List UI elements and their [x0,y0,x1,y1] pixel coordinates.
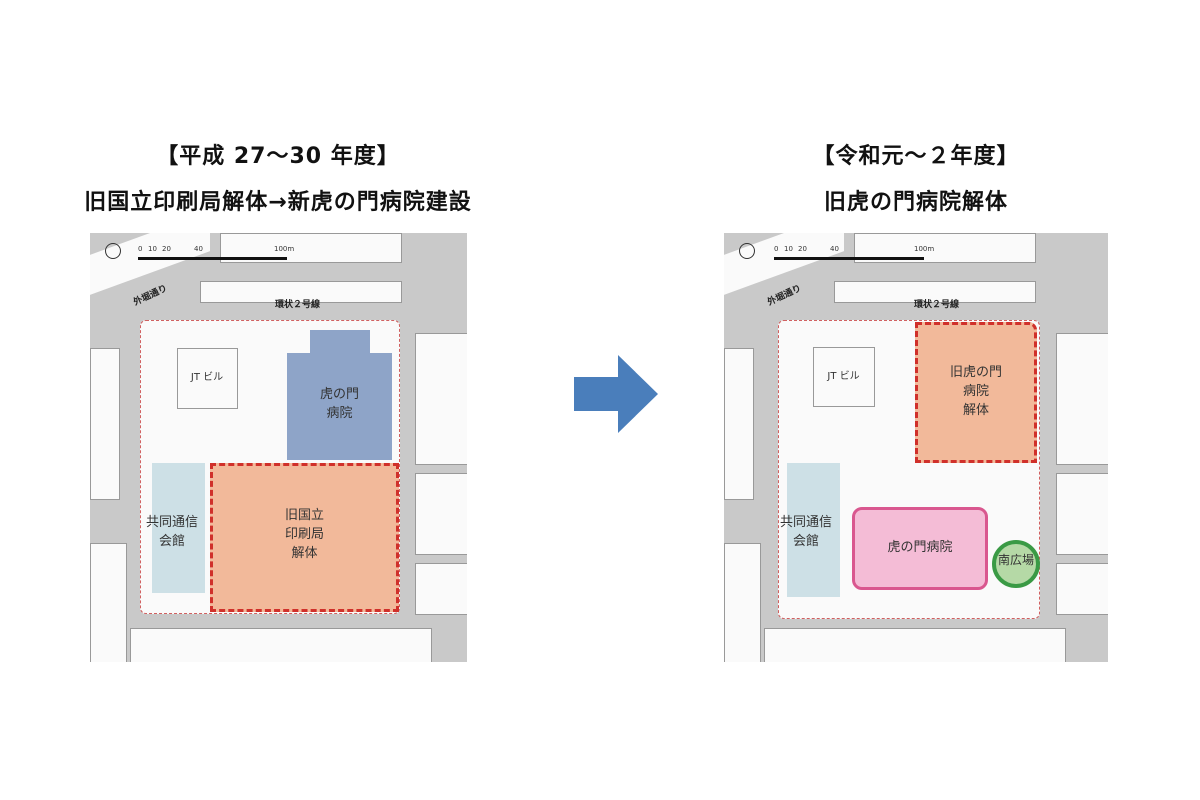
right-site-map: JT ビル 旧虎の門 病院 解体 共同通信 会館 虎の門病院 南広場 外堀通り … [724,233,1108,662]
right-period-title: 【令和元〜２年度】 [812,144,1020,169]
old-hospital-label: 旧虎の門 病院 解体 [949,365,1002,418]
kyodo-label: 共同通信 会館 [779,515,832,549]
south-plaza [992,540,1040,588]
compass-icon [739,243,755,259]
scale-tick: 10 [784,245,793,253]
scale-tick: 20 [162,245,171,253]
left-period-title: 【平成 27〜30 年度】 [156,144,400,169]
scale-tick: 40 [830,245,839,253]
left-site-map: JT ビル 虎の門 病院 共同通信 会館 旧国立 印刷局 解体 外堀通り 環状２… [90,233,467,662]
kyodo-label: 共同通信 会館 [145,515,198,549]
printing-bureau-label: 旧国立 印刷局 解体 [284,508,324,561]
scale-bar [774,257,924,260]
scale-tick: 0 [774,245,779,253]
jt-building [177,348,238,409]
road-gaibori: 外堀通り [766,283,804,309]
jt-building-label: JT ビル [827,371,860,382]
road-gaibori: 外堀通り [132,283,170,309]
scale-tick: 10 [148,245,157,253]
new-hospital-label: 虎の門病院 [887,540,953,555]
scale-tick: 100m [914,245,935,253]
new-hospital [852,507,988,590]
left-caption: 旧国立印刷局解体→新虎の門病院建設 [84,190,472,215]
scale-tick: 40 [194,245,203,253]
jt-building [813,347,875,407]
scale-tick: 20 [798,245,807,253]
compass-icon [105,243,121,259]
kyodo-building [152,463,205,593]
road-kanjo: 環状２号線 [275,300,321,310]
right-caption: 旧虎の門病院解体 [823,190,1008,215]
hospital-label: 虎の門 病院 [319,387,359,421]
road-kanjo: 環状２号線 [914,300,960,310]
arrow-right-icon [574,355,658,433]
scale-tick: 100m [274,245,295,253]
old-hospital-demolition [915,322,1037,463]
scale-tick: 0 [138,245,143,253]
old-hospital [287,353,392,460]
south-plaza-label: 南広場 [997,553,1034,567]
scale-bar [138,257,287,260]
kyodo-building [787,463,840,597]
jt-building-label: JT ビル [190,372,224,383]
printing-bureau-demolition [210,463,399,612]
